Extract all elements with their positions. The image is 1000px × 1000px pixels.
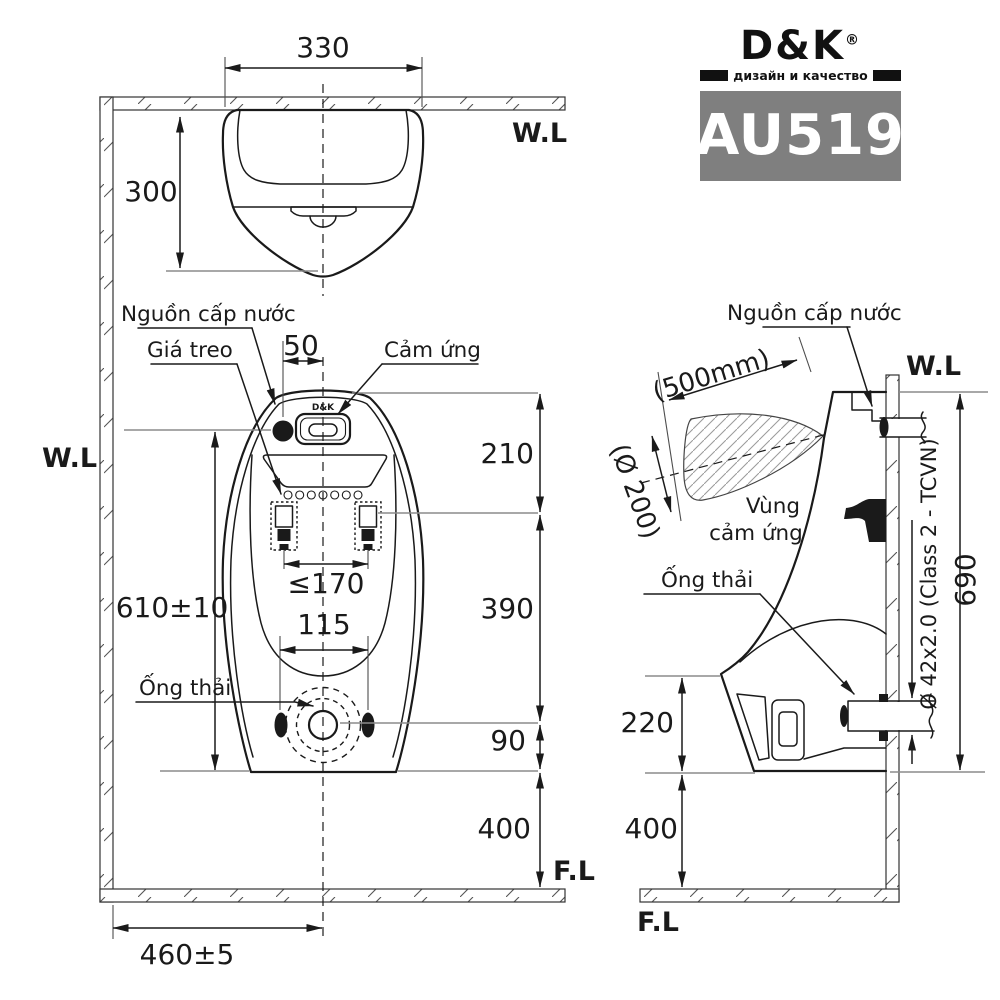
- wall-line-label-front: W.L: [42, 443, 97, 474]
- label-sensor: Cảm ứng: [384, 338, 481, 363]
- front-dim-chain: 210 390 90 400: [478, 393, 544, 888]
- model-number: AU519: [696, 103, 905, 168]
- mini-brand-mark: D&K: [312, 403, 335, 413]
- label-sensor-zone-2: cảm ứng: [709, 521, 803, 546]
- side-callouts: Nguồn cấp nước Ống thải: [643, 301, 902, 695]
- dim-trap-height: 220: [621, 706, 674, 739]
- wall-and-floor-sections: [99, 96, 900, 903]
- sensor-window: [308, 423, 338, 437]
- dim-mount-span: ≤170: [288, 567, 365, 600]
- left-wall-section: [99, 96, 114, 903]
- dim-sensor-range: (500mm): [649, 344, 773, 408]
- urinal-front-inner-line: [229, 396, 417, 758]
- water-supply-point: [272, 420, 294, 442]
- sensor-panel-outer: [294, 412, 352, 446]
- sensor-zone: (500mm) (Ø 200) Vùng cảm ứng: [603, 336, 828, 546]
- mounting-bracket-right: [354, 501, 382, 551]
- sensor-dia-dim-line: [651, 435, 672, 513]
- dim-overall-height: 690: [949, 553, 982, 606]
- drain-outlet: [274, 686, 375, 764]
- model-badge: AU519: [696, 91, 904, 181]
- label-drain-side: Ống thải: [661, 564, 753, 593]
- bolt-ext-lines: [279, 636, 369, 710]
- dim-base-to-floor: 400: [478, 812, 531, 845]
- sensor-range-dim-line: [668, 359, 798, 401]
- fixing-hole-right: [361, 712, 375, 738]
- bowl-underside: [739, 618, 887, 663]
- floor-line-label-side: F.L: [637, 907, 679, 938]
- dim-sensor-zone-dia: (Ø 200): [603, 440, 665, 543]
- label-sensor-zone-1: Vùng: [746, 494, 800, 519]
- wall-hanger-hook: [844, 499, 886, 542]
- side-view: (500mm) (Ø 200) Vùng cảm ứng Nguồn cấp n…: [603, 301, 988, 938]
- top-view: 330 300 W.L: [124, 31, 567, 296]
- dim-drain-pipe-spec: Ø 42x2.0 (Class 2 - TCVN): [917, 438, 941, 709]
- sensor-axis: [640, 433, 828, 484]
- brand-block: D&K® дизайн и качество AU519: [696, 26, 904, 181]
- top-wall-section: [99, 96, 566, 111]
- bowl-rim: [249, 454, 397, 677]
- dim-install-height: 610±10: [116, 591, 229, 624]
- dim-wall-to-center: 460±5: [140, 938, 235, 971]
- tagline-bar-right: [872, 70, 902, 81]
- tagline-bar-left: [700, 70, 729, 81]
- spreader-tab: [290, 206, 357, 217]
- dim-rim-to-brackets: 210: [481, 437, 534, 470]
- dim-supply-offset: 50: [283, 329, 319, 362]
- label-drain: Ống thải: [139, 672, 231, 701]
- pipe-break-symbol: [920, 411, 926, 444]
- dim-top-width: 330: [296, 31, 349, 64]
- urinal-rim-inner: [236, 109, 410, 185]
- fixing-hole-left: [274, 712, 288, 738]
- mounting-bracket-left: [270, 501, 298, 551]
- floor-line-label-front: F.L: [553, 856, 595, 887]
- trap-ref-lines: [645, 675, 755, 774]
- inlet-pocket: [851, 391, 887, 422]
- brand-tagline-row: дизайн и качество: [700, 68, 902, 83]
- dim-top-depth: 300: [124, 175, 177, 208]
- right-wall-section: [885, 374, 900, 903]
- wall-line-label-top: W.L: [512, 118, 567, 149]
- dim-bolt-span: 115: [297, 608, 350, 641]
- spreader-panel: [262, 454, 388, 488]
- outlet-pipe: [840, 693, 935, 741]
- spreader-arc: [309, 215, 337, 228]
- right-floor-section: [639, 888, 900, 903]
- label-water-supply-side: Nguồn cấp nước: [727, 301, 902, 326]
- wall-line-label-side: W.L: [906, 351, 961, 382]
- left-floor-section: [99, 888, 566, 903]
- brand-tagline: дизайн и качество: [733, 68, 868, 83]
- dim-outlet-to-floor: 400: [625, 812, 678, 845]
- brand-name: D&K®: [700, 26, 901, 66]
- supply-pipe: [879, 411, 927, 444]
- urinal-front-outline: [221, 389, 425, 774]
- label-hanger: Giá treo: [147, 338, 233, 363]
- label-water-supply: Nguồn cấp nước: [121, 302, 296, 327]
- dim-drain-to-base: 90: [490, 724, 526, 757]
- trap-detail: [736, 693, 887, 761]
- front-view: D&K: [42, 302, 595, 971]
- urinal-side-profile: [719, 390, 888, 773]
- registered-mark: ®: [845, 32, 862, 49]
- front-callouts: Nguồn cấp nước Giá treo Cảm ứng Ống thải: [121, 302, 481, 707]
- spreader-holes: [283, 490, 363, 500]
- dim-brackets-to-drain: 390: [481, 592, 534, 625]
- brand-wordmark: D&K: [739, 23, 846, 69]
- pipe-break-symbol: [928, 693, 934, 739]
- urinal-top-outline: [221, 108, 425, 278]
- sensor-panel-inner: [299, 417, 347, 441]
